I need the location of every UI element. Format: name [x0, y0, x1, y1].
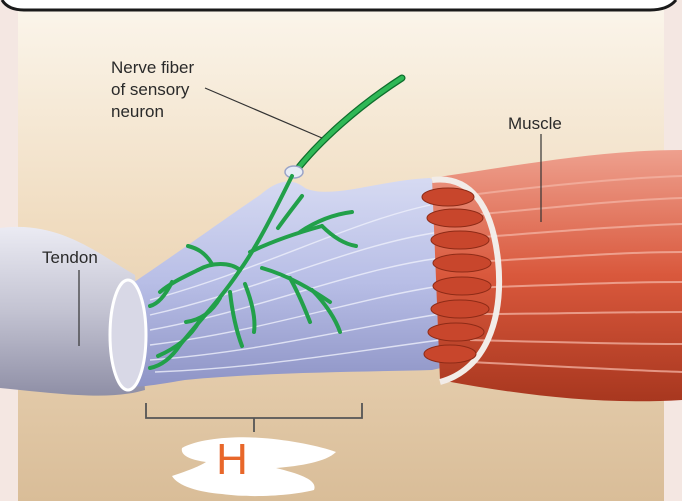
muscle-fiber-ends: [421, 187, 492, 364]
tendon-organ-capsule: [115, 178, 498, 387]
bracket: [145, 403, 363, 432]
tendon-label: Tendon: [42, 248, 98, 267]
nerve-fiber-label-line-2: of sensory: [111, 80, 190, 99]
capsule-cut-face: [108, 278, 148, 392]
handwritten-h-label: H: [216, 435, 248, 484]
nerve-entry-sleeve: [284, 165, 304, 179]
collagen-fibers: [149, 204, 441, 373]
tendon: [0, 226, 145, 396]
nerve-fiber: [292, 75, 405, 175]
top-frame: [0, 0, 678, 12]
nerve-fiber-label: Nerve fiber of sensory neuron: [111, 57, 194, 123]
muscle-sheath-rim: [431, 176, 502, 385]
nerve-endings: [148, 174, 358, 370]
paint-swipe: [172, 437, 336, 497]
nerve-leader-line: [204, 87, 323, 139]
muscle-label: Muscle: [508, 114, 562, 133]
nerve-fiber-label-line-1: Nerve fiber: [111, 58, 195, 77]
nerve-fiber-label-line-3: neuron: [111, 102, 164, 121]
